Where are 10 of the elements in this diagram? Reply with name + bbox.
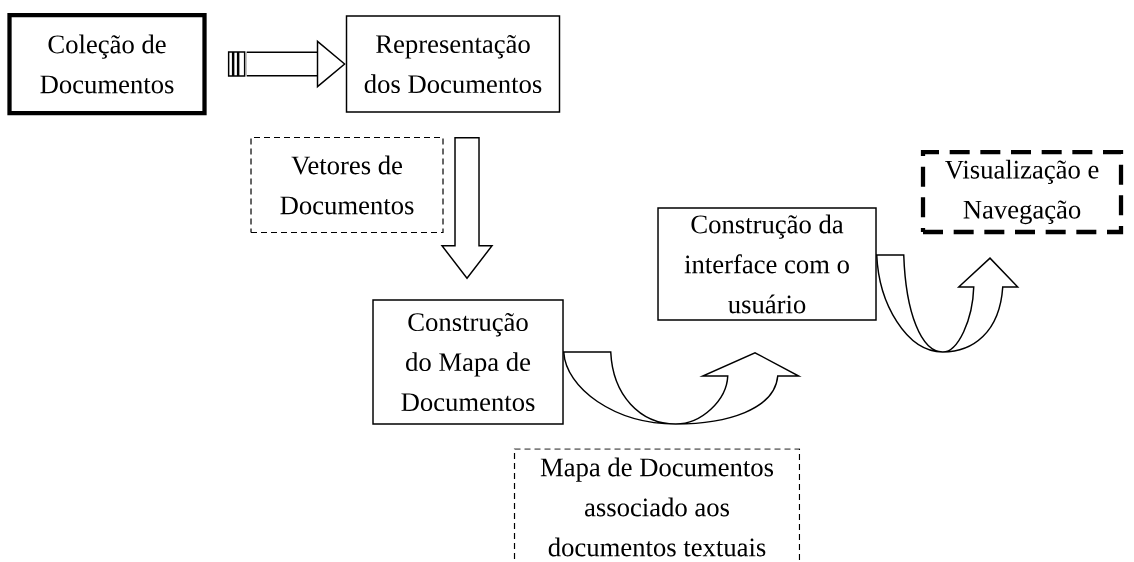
process-box: Representação dos Documentos [345, 15, 561, 113]
process-box: Construção do Mapa de Documentos [372, 299, 564, 425]
block-arrow [440, 137, 494, 280]
curved-block-arrow [563, 351, 800, 425]
process-box: Construção da interface com o usuário [657, 207, 877, 321]
curved-block-arrow [876, 254, 1019, 353]
text-box: Mapa de Documentos associado aos documentos textuais [513, 448, 801, 562]
process-box: Coleção de Documentos [7, 12, 207, 116]
process-box: Visualização e Navegação [920, 149, 1124, 235]
text-box: Vetores de Documentos [250, 136, 444, 234]
